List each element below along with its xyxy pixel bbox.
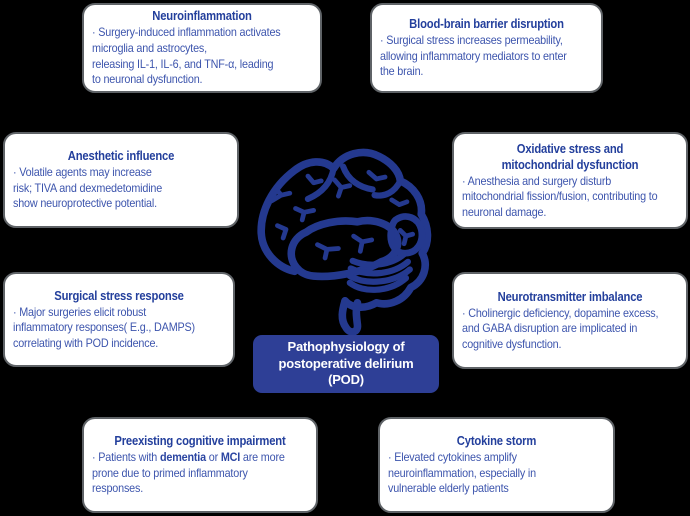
brain-outline-icon xyxy=(250,138,442,338)
infobox-surgical-stress: Surgical stress response · Major surgeri… xyxy=(3,272,235,367)
infobox-body: · Cholinergic deficiency, dopamine exces… xyxy=(462,305,659,351)
infobox-anesthetic-influence: Anesthetic influence · Volatile agents m… xyxy=(3,132,239,228)
infobox-blood-brain-barrier: Blood-brain barrier disruption · Surgica… xyxy=(370,3,603,93)
infobox-title: Preexisting cognitive impairment xyxy=(114,434,286,449)
infobox-title: Surgical stress response xyxy=(54,288,184,303)
infobox-neuroinflammation: Neuroinflammation · Surgery-induced infl… xyxy=(82,3,322,93)
infobox-body: · Patients with dementia or MCI are more… xyxy=(92,450,285,496)
infobox-preexisting-cognitive-impairment: Preexisting cognitive impairment · Patie… xyxy=(82,417,318,513)
infobox-neurotransmitter-imbalance: Neurotransmitter imbalance · Cholinergic… xyxy=(452,272,688,369)
infobox-title: Cytokine storm xyxy=(456,434,537,449)
infobox-oxidative-stress: Oxidative stress and mitochondrial dysfu… xyxy=(452,132,688,229)
infobox-title: Neurotransmitter imbalance xyxy=(497,289,643,304)
infobox-body: · Surgical stress increases permeability… xyxy=(380,33,567,79)
infobox-body: · Surgery-induced inflammation activates… xyxy=(92,25,281,87)
infobox-title: Neuroinflammation xyxy=(152,9,252,24)
infobox-title: Anesthetic influence xyxy=(67,149,175,164)
infobox-cytokine-storm: Cytokine storm · Elevated cytokines ampl… xyxy=(378,417,615,513)
infobox-title: Oxidative stress and mitochondrial dysfu… xyxy=(501,141,639,172)
center-label: Pathophysiology of postoperative deliriu… xyxy=(253,335,439,393)
infobox-title: Blood-brain barrier disruption xyxy=(409,17,564,32)
